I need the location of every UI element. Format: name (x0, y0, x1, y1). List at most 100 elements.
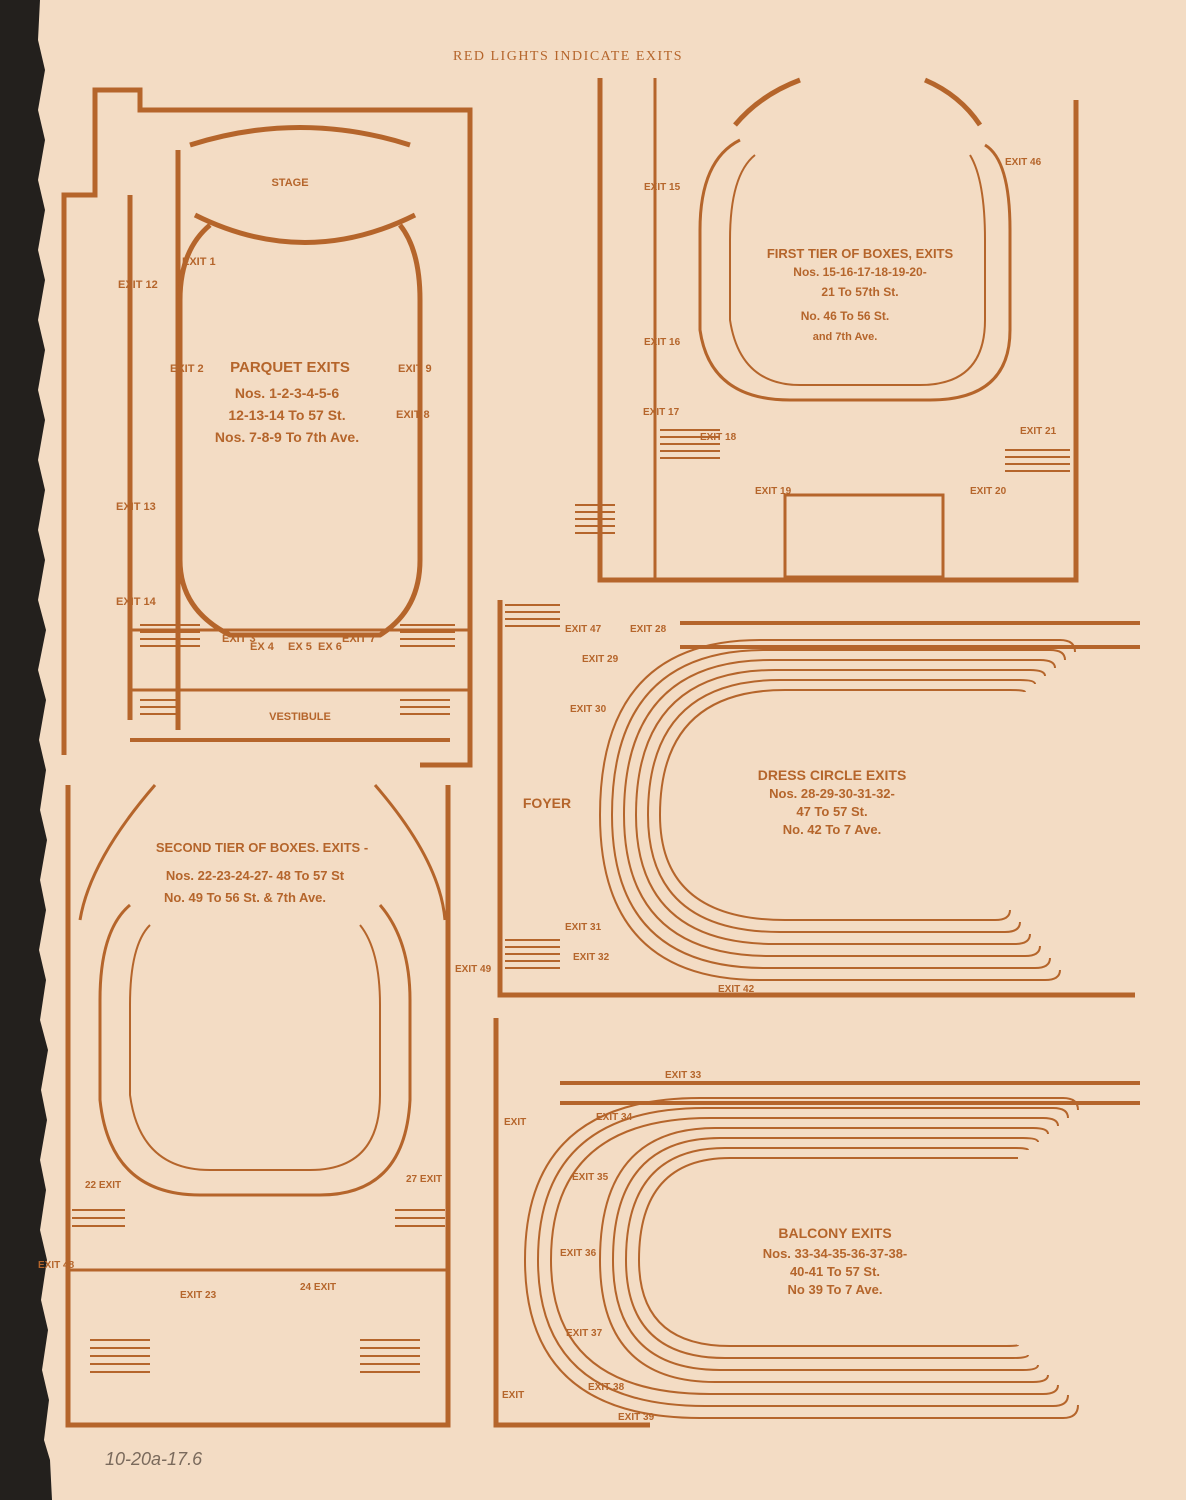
exit-2: EXIT 2 (170, 363, 204, 375)
exit-48: EXIT 48 (38, 1260, 75, 1271)
parquet-line-2: 12-13-14 To 57 St. (228, 407, 345, 423)
dress-circle-top-wall (680, 621, 1140, 649)
dress-circle-tiers (598, 639, 1076, 981)
parquet-labels: STAGE VESTIBULE PARQUET EXITS Nos. 1-2-3… (116, 177, 432, 723)
exit-28: EXIT 28 (630, 624, 667, 635)
page-header: RED LIGHTS INDICATE EXITS (453, 49, 683, 64)
paper-sheet (38, 0, 1186, 1500)
dress-circle-labels: FOYER DRESS CIRCLE EXITS Nos. 28-29-30-3… (523, 624, 906, 995)
parquet-auditorium-outline (177, 223, 423, 638)
stage-label: STAGE (271, 177, 308, 189)
exit-32: EXIT 32 (573, 952, 610, 963)
exit-13: EXIT 13 (116, 501, 156, 513)
dress-circle-stairs (505, 604, 560, 969)
exit-20: EXIT 20 (970, 486, 1007, 497)
exit-24: 24 EXIT (300, 1282, 336, 1293)
exit-38: EXIT 38 (588, 1382, 625, 1393)
parquet-outer-wall (61, 87, 473, 768)
exit-42: EXIT 42 (718, 984, 755, 995)
exit-3: EXIT 3 (222, 633, 256, 645)
parquet-title: PARQUET EXITS (230, 359, 350, 376)
second-tier-title: SECOND TIER OF BOXES. EXITS - (156, 840, 368, 855)
first-tier-title: FIRST TIER OF BOXES, EXITS (767, 246, 954, 261)
first-tier-inner-curve (729, 154, 986, 386)
balcony-labels: BALCONY EXITS Nos. 33-34-35-36-37-38- 40… (502, 1070, 907, 1423)
first-tier-entrance (783, 493, 945, 579)
exit-23: EXIT 23 (180, 1290, 217, 1301)
second-tier-outer-wall (65, 785, 451, 1428)
parquet-line-3: Nos. 7-8-9 To 7th Ave. (215, 429, 359, 445)
exit-9: EXIT 9 (398, 363, 432, 375)
parquet-stage-arch (189, 125, 417, 245)
first-tier-line-1: Nos. 15-16-17-18-19-20- (793, 265, 926, 279)
first-tier-line-2: 21 To 57th St. (821, 285, 898, 299)
exit-39: EXIT 39 (618, 1412, 655, 1423)
parquet-front-wall (130, 628, 470, 692)
exit-8: EXIT 8 (396, 409, 430, 421)
exit-6: EX 6 (318, 641, 342, 653)
foyer-label: FOYER (523, 795, 571, 811)
second-tier-labels: SECOND TIER OF BOXES. EXITS - Nos. 22-23… (38, 840, 492, 1301)
exit-1: EXIT 1 (182, 256, 216, 268)
balcony-top-wall (560, 1081, 1140, 1105)
balcony-tiers (523, 1097, 1079, 1419)
second-tier-stairs (72, 1209, 445, 1373)
exit-49: EXIT 49 (455, 964, 492, 975)
parquet-line-1: Nos. 1-2-3-4-5-6 (235, 385, 339, 401)
exit-36: EXIT 36 (560, 1248, 597, 1259)
exit-27: 27 EXIT (406, 1174, 442, 1185)
exit-22: 22 EXIT (85, 1180, 121, 1191)
exit-29: EXIT 29 (582, 654, 619, 665)
exit-15: EXIT 15 (644, 182, 681, 193)
dress-circle-line-3: No. 42 To 7 Ave. (783, 822, 882, 837)
first-tier-stairs (575, 429, 1070, 534)
first-tier-line-4: and 7th Ave. (813, 331, 878, 343)
exit-4: EX 4 (250, 641, 275, 653)
exit-18: EXIT 18 (700, 432, 737, 443)
exit-21: EXIT 21 (1020, 426, 1057, 437)
exit-30: EXIT 30 (570, 704, 607, 715)
exit-35: EXIT 35 (572, 1172, 609, 1183)
dress-circle-line-1: Nos. 28-29-30-31-32- (769, 786, 895, 801)
pencil-note: 10-20a-17.6 (105, 1449, 203, 1469)
first-tier-boxes-curve (698, 138, 1012, 402)
dress-circle-line-2: 47 To 57 St. (796, 804, 867, 819)
balcony-plan (493, 1018, 1140, 1428)
exit-46: EXIT 46 (1005, 157, 1042, 168)
exit-47: EXIT 47 (565, 624, 602, 635)
exit-5: EX 5 (288, 641, 312, 653)
balcony-line-1: Nos. 33-34-35-36-37-38- (763, 1246, 908, 1261)
balcony-outer-wall (493, 1018, 650, 1428)
parquet-stairs (140, 624, 455, 715)
balcony-title: BALCONY EXITS (778, 1225, 891, 1241)
balcony-line-3: No 39 To 7 Ave. (788, 1282, 883, 1297)
exit-14: EXIT 14 (116, 596, 157, 608)
exit-7: EXIT 7 (342, 633, 376, 645)
exit-19: EXIT 19 (755, 486, 792, 497)
exit-34: EXIT 34 (596, 1112, 633, 1123)
first-tier-line-3: No. 46 To 56 St. (801, 309, 889, 323)
second-tier-line-2: No. 49 To 56 St. & 7th Ave. (164, 890, 326, 905)
exit-16: EXIT 16 (644, 337, 681, 348)
first-tier-proscenium (733, 77, 983, 127)
balcony-line-2: 40-41 To 57 St. (790, 1264, 880, 1279)
second-tier-boxes-curve (98, 903, 412, 1197)
exit-33: EXIT 33 (665, 1070, 702, 1081)
first-tier-labels: FIRST TIER OF BOXES, EXITS Nos. 15-16-17… (643, 157, 1057, 497)
parquet-plan (61, 87, 473, 768)
second-tier-plan (65, 784, 451, 1428)
first-tier-outer-wall (597, 78, 1079, 583)
first-tier-plan (597, 77, 1079, 583)
exit-40: EXIT (504, 1117, 526, 1128)
vestibule-label: VESTIBULE (269, 711, 331, 723)
dress-circle-plan (497, 600, 1140, 998)
dress-circle-title: DRESS CIRCLE EXITS (758, 767, 907, 783)
second-tier-inner-curve (129, 924, 381, 1171)
exit-37: EXIT 37 (566, 1328, 603, 1339)
exit-41: EXIT (502, 1390, 524, 1401)
exit-12: EXIT 12 (118, 279, 158, 291)
exit-31: EXIT 31 (565, 922, 602, 933)
second-tier-line-1: Nos. 22-23-24-27- 48 To 57 St (166, 868, 345, 883)
exit-17: EXIT 17 (643, 407, 680, 418)
